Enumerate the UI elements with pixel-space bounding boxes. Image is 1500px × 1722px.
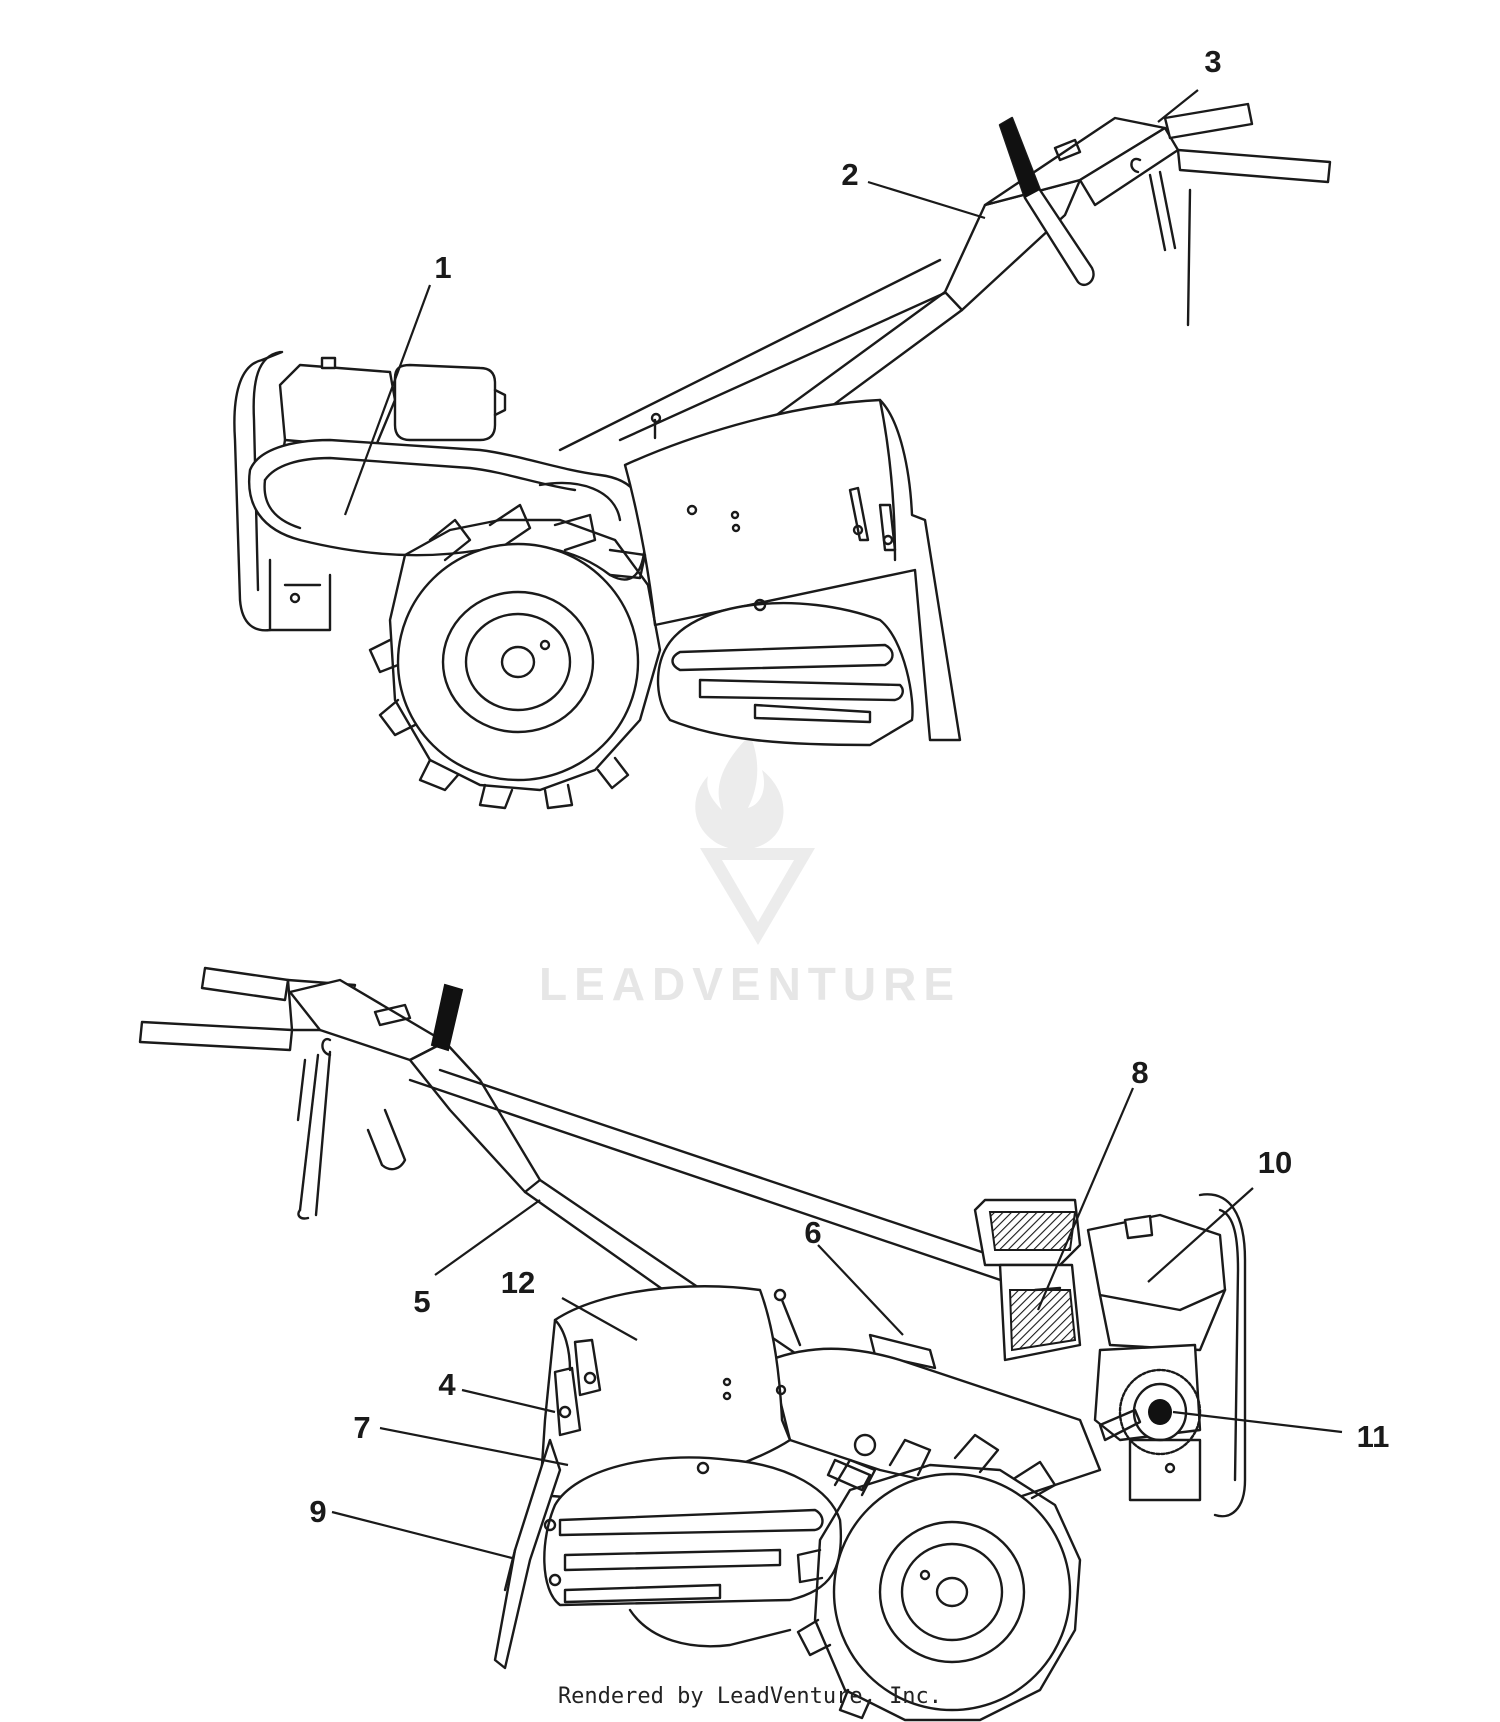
footer-credit: Rendered by LeadVenture, Inc.: [557, 1684, 943, 1709]
callout-10: 10: [1258, 1145, 1292, 1180]
leader-line-3: [1157, 89, 1199, 123]
callout-12: 12: [501, 1265, 535, 1300]
callout-7: 7: [353, 1410, 370, 1445]
leadventure-watermark: LEADVENTURE: [539, 735, 961, 1010]
callout-2: 2: [841, 157, 858, 192]
callout-3: 3: [1204, 44, 1221, 79]
callout-5: 5: [413, 1284, 430, 1319]
leader-line-6: [817, 1244, 904, 1336]
callout-1: 1: [434, 250, 451, 285]
leader-line-10: [1147, 1187, 1254, 1283]
leader-line-7: [379, 1426, 569, 1467]
callout-4: 4: [438, 1367, 456, 1402]
leader-line-1: [343, 284, 432, 516]
callout-leaders: [331, 89, 1343, 1560]
leader-line-12: [561, 1297, 638, 1341]
leader-line-11: [1172, 1410, 1343, 1434]
callout-labels: 1 2 3 4 5 6 7 8 9 10 11 12: [309, 44, 1389, 1529]
watermark-text: LEADVENTURE: [539, 958, 961, 1010]
leader-line-4: [461, 1388, 556, 1414]
leader-line-9: [331, 1510, 513, 1560]
leader-line-8: [1036, 1087, 1135, 1311]
tiller-top-view: [233, 102, 1332, 810]
callout-8: 8: [1131, 1055, 1148, 1090]
tiller-bottom-view: [138, 966, 1247, 1722]
leader-line-2: [867, 180, 986, 220]
callout-6: 6: [804, 1215, 821, 1250]
callout-9: 9: [309, 1494, 326, 1529]
leader-line-5: [434, 1199, 541, 1276]
flame-icon: [695, 735, 784, 850]
callout-11: 11: [1357, 1419, 1390, 1454]
v-logo-icon: [700, 848, 815, 945]
